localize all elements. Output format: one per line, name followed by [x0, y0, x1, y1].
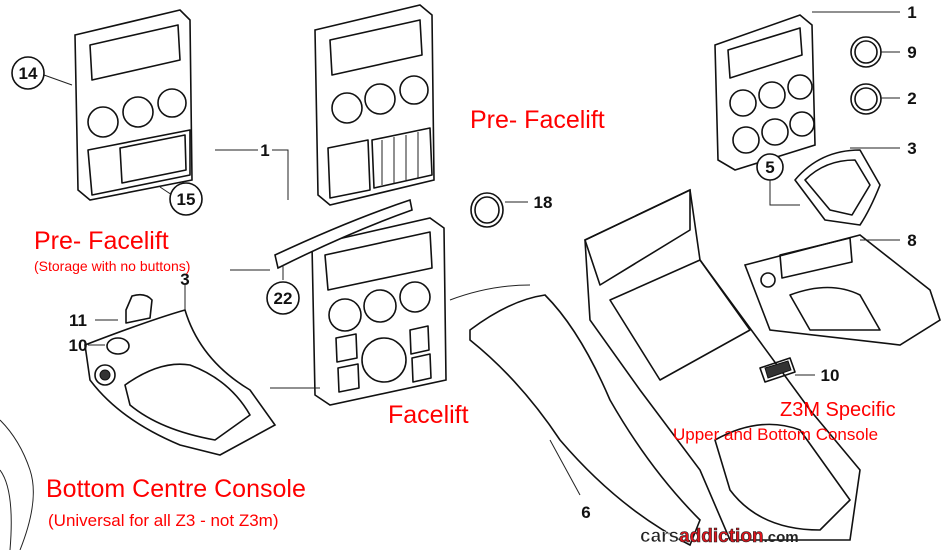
part-number-1-right: 1	[907, 3, 916, 22]
label-z3m-console-note: Upper and Bottom Console	[673, 425, 878, 444]
panel-z3m-lower	[743, 234, 941, 383]
panel-pre-facelift-storage	[74, 9, 193, 201]
callout-circle-14	[11, 56, 45, 90]
panel-pre-facelift-vents	[314, 4, 435, 206]
part-number-9: 9	[907, 43, 916, 62]
part-number-18: 18	[534, 193, 553, 212]
bottom-centre-console	[84, 293, 277, 456]
leader-lines	[43, 11, 900, 496]
part-number-10-right: 10	[821, 366, 840, 385]
panel-facelift	[274, 198, 447, 406]
label-z3m-specific: Z3M Specific	[780, 399, 896, 421]
part-number-2: 2	[907, 89, 916, 108]
part-number-6: 6	[581, 503, 590, 522]
side-trim-6	[469, 294, 701, 547]
part-number-11: 11	[69, 311, 87, 330]
label-storage-note: (Storage with no buttons)	[34, 258, 190, 274]
part-number-3-right: 3	[907, 139, 916, 158]
edge-contour	[0, 469, 12, 550]
part-number-5: 5	[765, 158, 774, 177]
trim-strip	[274, 198, 413, 270]
ring-18	[470, 192, 504, 228]
label-bottom-centre-console: Bottom Centre Console	[46, 475, 306, 503]
part-number-8: 8	[907, 231, 916, 250]
part-number-10-left: 10	[69, 336, 88, 355]
label-pre-facelift-left: Pre- Facelift	[34, 227, 169, 255]
edge-contour	[0, 419, 34, 550]
part-number-14: 14	[19, 64, 38, 83]
part-number-1-left: 1	[260, 141, 269, 160]
watermark-logo: carsaddiction.com	[640, 526, 799, 547]
panel-z3m-top	[714, 14, 882, 226]
upper-console	[449, 188, 861, 547]
callout-circle-15	[169, 182, 203, 216]
label-facelift: Facelift	[388, 401, 469, 429]
part-number-22: 22	[274, 289, 293, 308]
callout-circle-22	[266, 281, 300, 315]
label-universal-note: (Universal for all Z3 - not Z3m)	[48, 511, 279, 530]
part-number-3-left: 3	[180, 270, 189, 289]
callout-circle-5	[756, 153, 784, 181]
part-number-15: 15	[177, 190, 196, 209]
label-pre-facelift-top: Pre- Facelift	[470, 106, 605, 134]
